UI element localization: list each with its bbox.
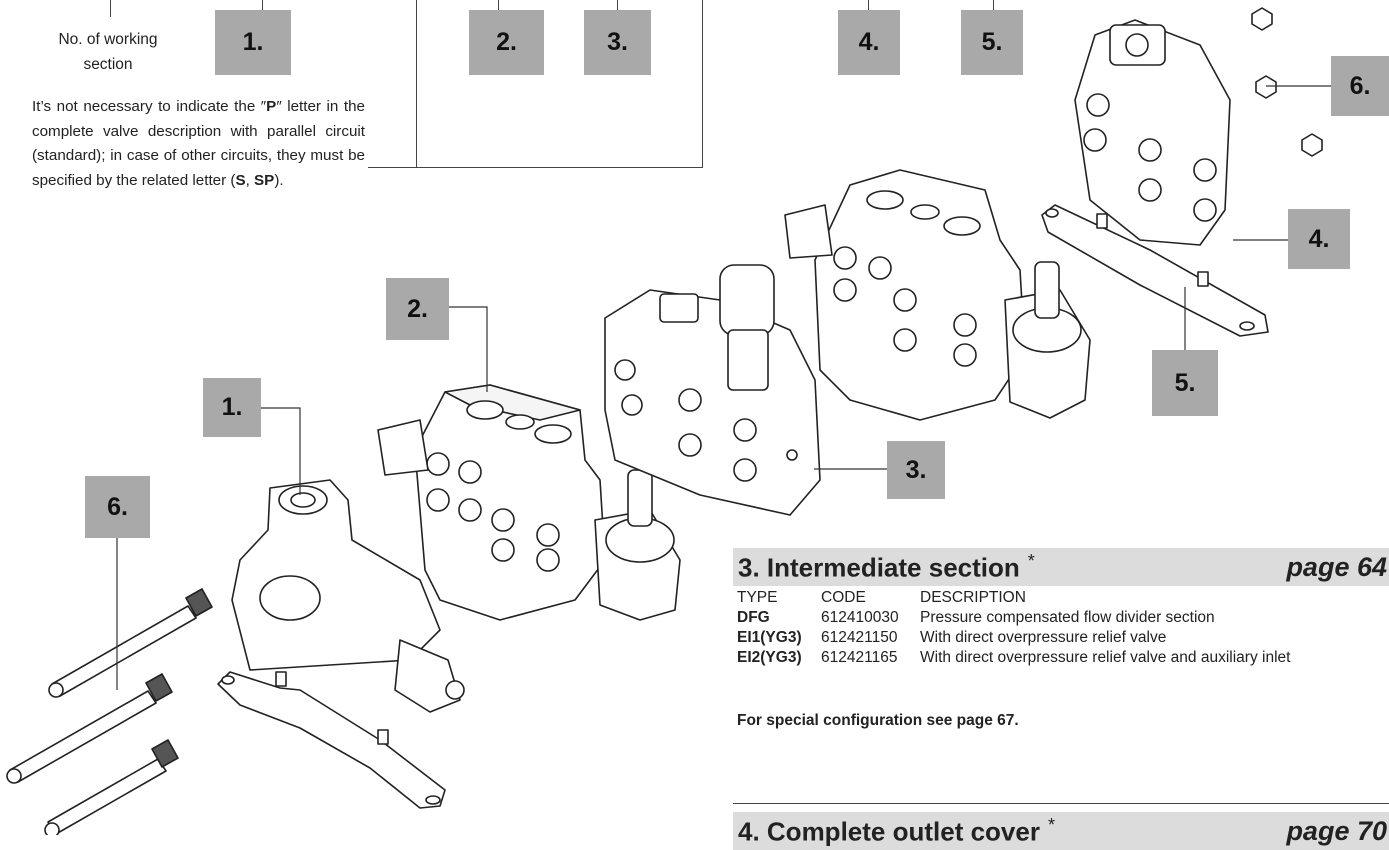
section-4-title: 4. Complete outlet cover* <box>738 814 1055 847</box>
table-row: DFG 612410030 Pressure compensated flow … <box>737 609 1215 626</box>
intermediate-section-table: TYPE CODE DESCRIPTION DFG 612410030 Pres… <box>737 588 1389 668</box>
code-position-5: 5. <box>961 10 1023 75</box>
section-3-page: page 64 <box>1286 551 1387 582</box>
column-header-code: CODE <box>821 589 866 606</box>
leader-line <box>110 0 111 17</box>
callout-tag-6-top: 6. <box>1331 56 1389 116</box>
leader-line <box>868 0 869 10</box>
section-4-page: page 70 <box>1286 815 1387 846</box>
callout-tag-2: 2. <box>386 278 449 340</box>
column-header-type: TYPE <box>737 589 778 606</box>
section-divider <box>733 803 1389 804</box>
callout-line <box>449 306 488 392</box>
inlet-section <box>231 479 465 713</box>
code-position-3: 3. <box>584 10 651 75</box>
nut <box>1251 7 1273 31</box>
outlet-cover <box>1074 19 1231 246</box>
special-configuration-note: For special configuration see page 67. <box>737 712 1019 729</box>
table-header-row: TYPE CODE DESCRIPTION <box>737 588 1389 608</box>
tie-rod <box>44 739 179 835</box>
circuit-note: It’s not necessary to indicate the ″P″ l… <box>32 98 365 189</box>
column-header-description: DESCRIPTION <box>920 589 1026 606</box>
bracket-line <box>368 167 703 168</box>
leader-line <box>262 0 263 10</box>
tie-rod <box>6 673 173 784</box>
nut <box>1255 75 1277 99</box>
mounting-bracket <box>217 671 446 809</box>
tie-rod <box>48 588 213 698</box>
nut <box>1301 133 1323 157</box>
callout-tag-1: 1. <box>203 378 261 437</box>
table-row: EI1(YG3) 612421150 With direct overpress… <box>737 629 1167 646</box>
table-row: EI2(YG3) 612421165 With direct overpress… <box>737 649 1291 666</box>
bracket-line <box>416 0 417 167</box>
section-3-title: 3. Intermediate section* <box>738 550 1035 583</box>
leader-line <box>617 0 618 10</box>
callout-tag-6: 6. <box>85 476 150 538</box>
working-section-2 <box>784 169 1091 421</box>
code-position-2: 2. <box>469 10 544 75</box>
leader-line <box>993 0 994 10</box>
callout-line <box>261 407 301 495</box>
callout-tag-3: 3. <box>887 441 945 499</box>
intermediate-section <box>604 264 821 516</box>
callout-tag-4: 4. <box>1288 209 1350 269</box>
callout-tag-5: 5. <box>1152 350 1218 416</box>
leader-line <box>498 0 499 10</box>
mounting-bracket-2 <box>1041 204 1269 337</box>
section-3-header: 3. Intermediate section* page 64 <box>733 548 1389 586</box>
bracket-line <box>702 0 703 167</box>
working-section <box>377 384 681 621</box>
section-4-header: 4. Complete outlet cover* page 70 <box>733 812 1389 850</box>
code-position-4: 4. <box>838 10 900 75</box>
working-section-label: No. of working section <box>58 31 158 73</box>
code-position-1: 1. <box>215 10 291 75</box>
